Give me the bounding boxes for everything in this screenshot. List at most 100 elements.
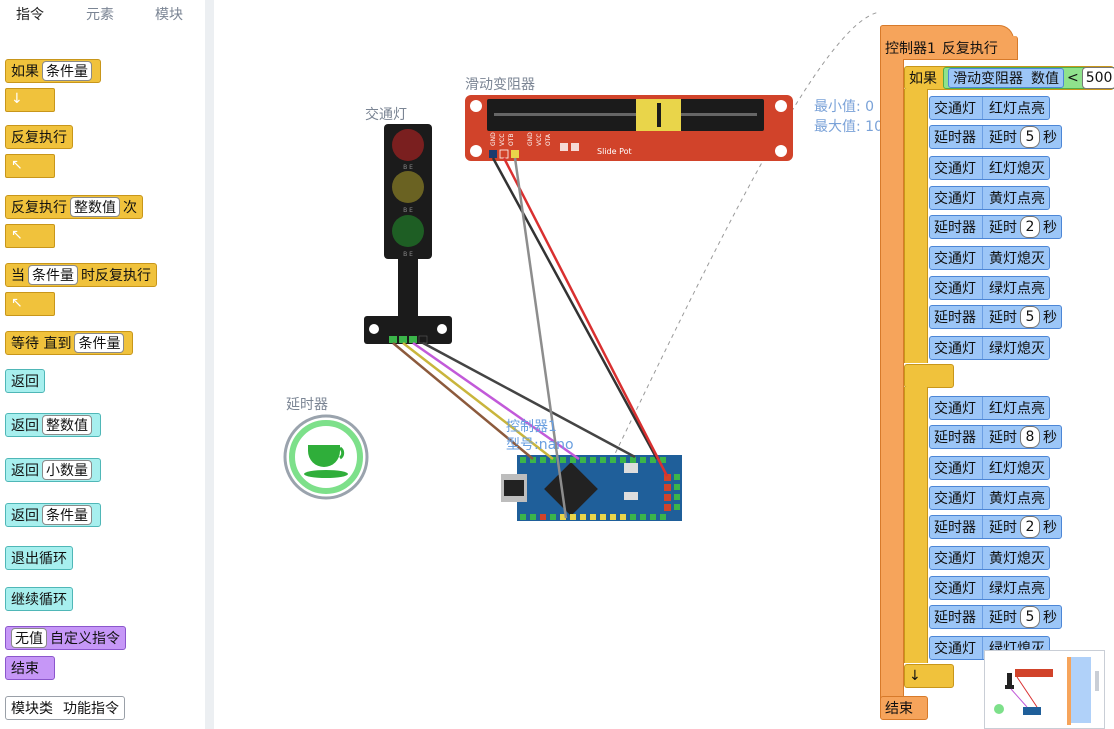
return-block[interactable]: 返回 (5, 369, 45, 393)
cmd-action: 延时 (989, 220, 1017, 236)
if-end-arrow: ↓ (909, 668, 921, 684)
slider-value-reporter[interactable]: 滑动变阻器 数值 (948, 68, 1064, 88)
arduino-nano-board[interactable] (501, 455, 682, 521)
seconds-label: 秒 (1043, 520, 1057, 536)
slide-pot-module[interactable]: Slide Pot GND VCC OTB GND VCC OTA (465, 95, 793, 161)
cmd-yellow-off[interactable]: 交通灯黄灯熄灭 (929, 546, 1050, 570)
slide-pot-max: 最大值: 1023 (814, 119, 901, 135)
cmd-module: 交通灯 (934, 641, 976, 657)
cmd-action: 黄灯点亮 (989, 191, 1045, 207)
svg-text:OTA: OTA (545, 133, 552, 146)
custom-command-end[interactable]: 结束 (5, 656, 55, 680)
program-controller-name: 控制器1 (885, 40, 936, 57)
cmd-action: 红灯点亮 (989, 101, 1045, 117)
cmd-yellow-on[interactable]: 交通灯黄灯点亮 (929, 186, 1050, 210)
if-block-end[interactable]: ↓ (5, 88, 55, 112)
cmd-action: 延时 (989, 430, 1017, 446)
minimap-preview (994, 657, 1099, 725)
delay-input[interactable]: 5 (1020, 306, 1040, 328)
repeat-times-end[interactable]: ↖ (5, 224, 55, 248)
if-statement[interactable]: 如果 滑动变阻器 数值 < 500 (904, 66, 1114, 90)
while-block[interactable]: 当 条件量 时反复执行 (5, 263, 157, 287)
return-condition-block[interactable]: 返回 条件量 (5, 503, 101, 527)
tab-modules[interactable]: 模块 (155, 7, 183, 23)
delay-input[interactable]: 5 (1020, 126, 1040, 148)
condition-slot[interactable]: 条件量 (42, 61, 92, 81)
return-decimal-block[interactable]: 返回 小数量 (5, 458, 101, 482)
continue-block[interactable]: 继续循环 (5, 587, 73, 611)
while-block-end[interactable]: ↖ (5, 292, 55, 316)
comparison-expression[interactable]: 滑动变阻器 数值 < 500 (943, 67, 1114, 89)
svg-text:B E: B E (403, 164, 413, 171)
custom-command-block[interactable]: 无值 自定义指令 (5, 626, 126, 650)
delay-input[interactable]: 2 (1020, 516, 1040, 538)
traffic-light-module[interactable]: B E B E B E (364, 124, 452, 344)
module-class-label: 模块类 (11, 701, 53, 717)
seconds-label: 秒 (1043, 310, 1057, 326)
cmd-yellow-on[interactable]: 交通灯黄灯点亮 (929, 486, 1050, 510)
return-label: 返回 (11, 463, 39, 479)
delay-input[interactable]: 2 (1020, 216, 1040, 238)
break-block[interactable]: 退出循环 (5, 546, 73, 570)
controller-program-link (611, 11, 881, 461)
compare-value-input[interactable]: 500 (1081, 67, 1114, 89)
sensor-module: 滑动变阻器 (953, 71, 1023, 87)
if-end[interactable]: ↓ (904, 664, 954, 688)
delay-input[interactable]: 8 (1020, 426, 1040, 448)
return-decimal-slot[interactable]: 小数量 (42, 460, 92, 480)
if-block[interactable]: 如果 条件量 (5, 59, 101, 83)
cmd-yellow-off[interactable]: 交通灯黄灯熄灭 (929, 246, 1050, 270)
palette-tabs: 指令 元素 模块 (0, 0, 206, 28)
return-integer-slot[interactable]: 整数值 (42, 415, 92, 435)
cmd-action: 延时 (989, 520, 1017, 536)
wait-label: 等待 直到 (11, 336, 72, 352)
tab-elements[interactable]: 元素 (86, 7, 114, 23)
slide-pot-label: 滑动变阻器 (465, 77, 535, 93)
seconds-label: 秒 (1043, 130, 1057, 146)
svg-text:B E: B E (403, 207, 413, 214)
cmd-red-on[interactable]: 交通灯红灯点亮 (929, 96, 1050, 120)
cmd-red-off[interactable]: 交通灯红灯熄灭 (929, 156, 1050, 180)
while-suffix: 时反复执行 (81, 268, 151, 284)
wait-condition-slot[interactable]: 条件量 (74, 333, 125, 353)
cmd-green-off[interactable]: 交通灯绿灯熄灭 (929, 336, 1050, 360)
integer-slot[interactable]: 整数值 (70, 197, 120, 217)
palette-scrollbar[interactable] (205, 0, 214, 729)
wait-until-block[interactable]: 等待 直到 条件量 (5, 331, 134, 355)
canvas-minimap[interactable] (984, 650, 1105, 729)
cmd-green-on[interactable]: 交通灯绿灯点亮 (929, 576, 1050, 600)
tab-commands[interactable]: 指令 (16, 7, 44, 23)
svg-text:VCC: VCC (536, 134, 543, 146)
timer-module[interactable] (283, 414, 369, 500)
controller-loop-end[interactable]: 结束 (880, 696, 928, 720)
return-condition-slot[interactable]: 条件量 (42, 505, 92, 525)
module-function-block[interactable]: 模块类 功能指令 (5, 696, 125, 720)
cmd-action: 绿灯点亮 (989, 581, 1045, 597)
return-integer-block[interactable]: 返回 整数值 (5, 413, 101, 437)
while-condition-slot[interactable]: 条件量 (28, 265, 78, 285)
cmd-red-off[interactable]: 交通灯红灯熄灭 (929, 456, 1050, 480)
cmd-green-on[interactable]: 交通灯绿灯点亮 (929, 276, 1050, 300)
cmd-action: 红灯点亮 (989, 401, 1045, 417)
return-type-slot[interactable]: 无值 (11, 628, 47, 648)
repeat-times-block[interactable]: 反复执行 整数值 次 (5, 195, 143, 219)
cmd-red-on[interactable]: 交通灯红灯点亮 (929, 396, 1050, 420)
repeat-block-end[interactable]: ↖ (5, 154, 55, 178)
cmd-module: 交通灯 (934, 251, 976, 267)
else-bar (904, 364, 954, 388)
controller-loop-header[interactable]: 控制器1 反复执行 (880, 36, 1018, 60)
controller-loop-spine (880, 59, 904, 699)
red-led (392, 129, 424, 161)
design-canvas[interactable]: B E B E B E (214, 0, 1114, 729)
repeat-block[interactable]: 反复执行 (5, 125, 73, 149)
delay-input[interactable]: 5 (1020, 606, 1040, 628)
yellow-led (392, 171, 424, 203)
slide-pot-min: 最小值: 0 (814, 99, 875, 115)
connection-wires (392, 157, 669, 519)
